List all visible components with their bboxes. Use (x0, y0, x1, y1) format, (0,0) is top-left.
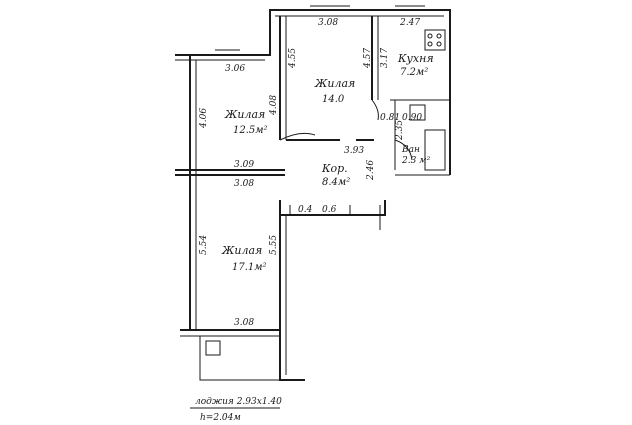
dim-kitchen-height: 3.17 (380, 48, 390, 68)
dim-mid-left: 4.55 (288, 48, 298, 69)
loggia-note: лоджия 2.93х1.40 (195, 397, 282, 407)
wall-corridor (279, 200, 386, 216)
dim-left-inner: 4.08 (269, 95, 279, 116)
dim-mid-right: 4.57 (363, 48, 373, 69)
dim-left-height: 4.06 (199, 108, 209, 129)
wall-top-left (175, 9, 451, 175)
dim-lower-bottom: 3.08 (234, 318, 254, 328)
height-note: h=2.04м (200, 413, 241, 423)
corridor-name: Кор. (321, 162, 348, 175)
stove (424, 29, 446, 51)
dim-nook-b: 0.6 (322, 205, 337, 215)
room-mid-name: Жилая (314, 77, 355, 90)
wall-left-divider (175, 169, 285, 176)
room-lower-area: 17.1м² (232, 262, 267, 273)
dimension-labels: 3.08 2.47 3.06 4.06 4.08 4.55 4.57 3.17 … (199, 18, 422, 328)
bath-name: Ван (401, 145, 420, 155)
room-kitchen-name: Кухня (397, 52, 434, 65)
dim-small-sq: 0.90 (402, 113, 422, 123)
dim-closet-width: 0.81 (380, 113, 400, 123)
room-left-top-area: 12.5м² (233, 125, 268, 136)
window-marks (215, 5, 425, 51)
dim-nook-a: 0.4 (298, 205, 313, 215)
loggia-box (205, 340, 221, 356)
dim-top-mid: 3.08 (318, 18, 338, 28)
notes: лоджия 2.93х1.40 h=2.04м (190, 397, 282, 423)
bath-area: 2.3 м² (401, 156, 431, 166)
dim-left-bottom-b: 3.08 (234, 179, 254, 189)
dim-lower-left: 5.54 (199, 235, 209, 255)
room-left-top-name: Жилая (224, 108, 265, 121)
door-arc-1 (279, 132, 316, 141)
dim-lower-right: 5.55 (269, 235, 279, 255)
dim-top-kitchen: 2.47 (399, 18, 420, 28)
room-mid-area: 14.0 (322, 94, 345, 105)
wall-bath (390, 99, 450, 176)
door-arc-2 (371, 99, 379, 121)
wall-lower-right (279, 215, 305, 381)
bathtub (424, 129, 446, 171)
corridor-area: 8.4м² (322, 177, 350, 188)
room-lower-name: Жилая (221, 244, 262, 257)
dim-top-left: 3.06 (225, 64, 245, 74)
dim-left-bottom-a: 3.09 (234, 160, 254, 170)
room-labels: Жилая 12.5м² Жилая 14.0 Кухня 7.2м² Жила… (221, 52, 434, 273)
dim-corridor-side: 2.46 (366, 160, 376, 181)
sink (409, 104, 426, 121)
dim-bath-height: 2.35 (395, 120, 405, 141)
room-kitchen-area: 7.2м² (400, 67, 428, 78)
dim-corridor-top: 3.93 (344, 146, 364, 156)
walls (175, 5, 451, 381)
loggia-rect (199, 335, 281, 381)
door-arc-3 (394, 139, 413, 161)
